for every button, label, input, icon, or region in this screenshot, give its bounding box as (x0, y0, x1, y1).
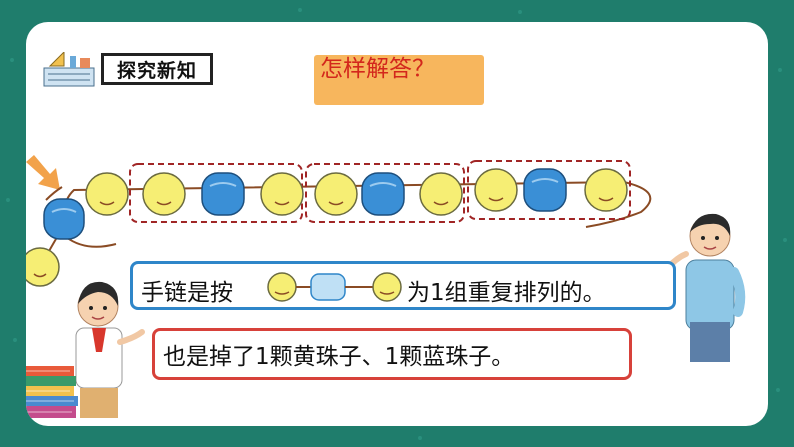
bead-group-2 (305, 163, 465, 223)
boy-character (663, 213, 746, 362)
yellow-bead (314, 172, 358, 216)
book-stack-icon (26, 366, 78, 418)
question-box: 怎样解答？ (314, 55, 484, 105)
yellow-bead (260, 172, 304, 216)
blue-bead (201, 172, 245, 216)
yellow-bead (26, 247, 60, 287)
pattern-sentence: 手链是按 为1组重复排列的。 (130, 261, 676, 310)
section-title: 探究新知 (101, 53, 213, 85)
missing-beads-sentence: 也是掉了1颗黄珠子、1颗蓝珠子。 (152, 328, 632, 380)
bead-group-1 (129, 163, 303, 223)
pattern-beads-icon (267, 272, 402, 302)
blue-bead (361, 172, 405, 216)
bead-group-3 (467, 160, 631, 220)
yellow-bead (419, 172, 463, 216)
content-card: 探究新知 怎样解答？ (26, 22, 768, 426)
girl-character (75, 281, 145, 418)
yellow-bead (85, 172, 129, 216)
blue-bead (43, 198, 85, 240)
sentence-end: 为1组重复排列的。 (407, 280, 606, 306)
sentence-start: 手链是按 (141, 280, 233, 306)
arrow-pointer-icon (26, 155, 60, 190)
yellow-bead (584, 168, 628, 212)
geometry-tools-icon (43, 52, 95, 87)
bracelet-illustration (26, 155, 746, 418)
yellow-bead (474, 168, 518, 212)
blue-bead (523, 168, 567, 212)
yellow-bead (142, 172, 186, 216)
